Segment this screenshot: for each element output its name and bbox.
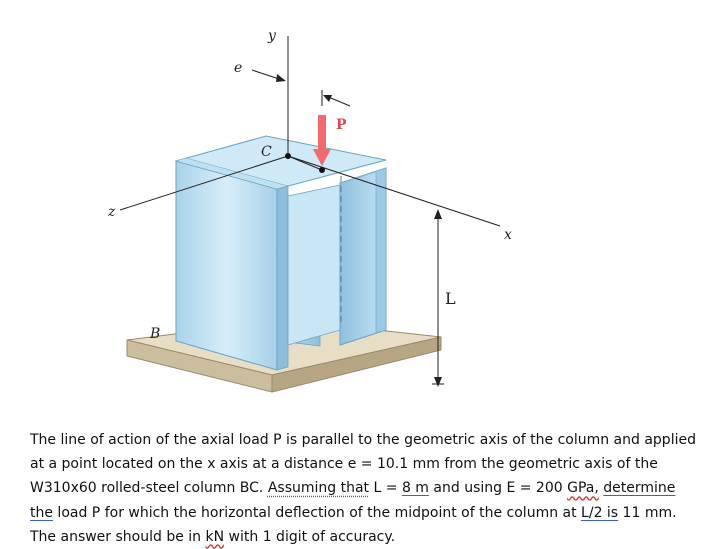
e-dimension bbox=[251, 69, 351, 107]
problem-text-length: 8 m bbox=[401, 480, 429, 497]
l-dimension bbox=[432, 209, 444, 387]
column-figure: y e P C z x L B bbox=[107, 28, 512, 393]
problem-text-determine: determine the bbox=[30, 480, 676, 521]
label-c: C bbox=[261, 144, 272, 160]
label-z: z bbox=[107, 204, 116, 220]
axes bbox=[119, 36, 501, 227]
problem-text-5: and using E = 200 bbox=[428, 480, 568, 497]
label-p: P bbox=[336, 117, 347, 133]
load-p-arrow bbox=[313, 115, 331, 166]
problem-text-11: 11 mm. The answer should be in bbox=[30, 504, 677, 545]
problem-text-13: with 1 digit of accuracy. bbox=[224, 528, 396, 545]
problem-text-9: load P for which the horizontal deflecti… bbox=[52, 504, 582, 521]
problem-text-assuming: Assuming that bbox=[267, 480, 370, 497]
problem-text-gpa: GPa, bbox=[567, 480, 599, 497]
label-l: L bbox=[445, 289, 456, 308]
problem-statement: The line of action of the axial load P i… bbox=[30, 428, 700, 549]
problem-text-kn: kN bbox=[205, 528, 225, 545]
label-x: x bbox=[504, 227, 512, 243]
column-bc bbox=[174, 135, 387, 371]
label-b: B bbox=[149, 326, 160, 342]
problem-text-1: The line of action of the axial load P i… bbox=[30, 432, 696, 497]
label-e: e bbox=[234, 60, 242, 76]
problem-text-3: L = bbox=[369, 480, 402, 497]
problem-text-l2: L/2 is bbox=[581, 504, 619, 521]
label-y: y bbox=[267, 28, 277, 44]
